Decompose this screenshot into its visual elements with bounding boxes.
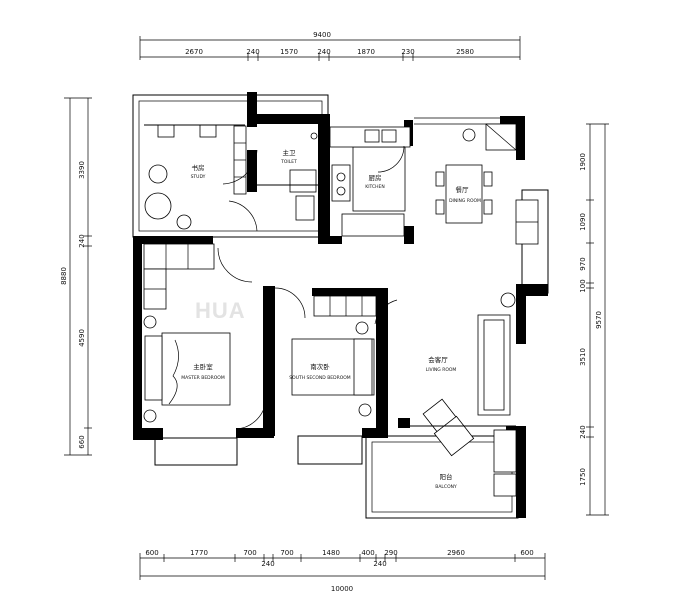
- study-furniture: [143, 124, 247, 310]
- dim-right-7: 1750: [579, 468, 587, 486]
- label-living-cn: 会客厅: [428, 355, 448, 364]
- dim-top-total: 9400: [313, 31, 331, 39]
- label-balcony-en: BALCONY: [435, 484, 457, 490]
- top-dimensions: 9400 2670 240 1570 240 1870 230 2580: [139, 31, 521, 61]
- doors: [217, 145, 405, 430]
- dim-bottom-1: 600: [145, 549, 158, 557]
- label-kitchen-cn: 厨房: [369, 173, 382, 182]
- dim-right-total: 9570: [595, 311, 603, 329]
- label-toilet-en: TOILET: [280, 159, 297, 165]
- dim-top-5: 1870: [357, 48, 375, 56]
- label-balcony-cn: 阳台: [440, 472, 453, 481]
- right-dimensions: 1900 1090 970 100 3510 240 1750 9570: [579, 123, 609, 516]
- plant-icon: [148, 164, 168, 184]
- label-toilet-cn: 主卫: [283, 148, 297, 157]
- dim-right-2: 1090: [579, 213, 587, 231]
- label-second-cn: 南次卧: [310, 362, 330, 371]
- label-dining-cn: 餐厅: [456, 185, 470, 194]
- dim-top-7: 2580: [456, 48, 474, 56]
- dim-top-6: 230: [401, 48, 414, 56]
- label-living-en: LIVING ROOM: [426, 367, 457, 373]
- dim-bottom-sub-2: 240: [373, 560, 386, 568]
- dim-right-1: 1900: [579, 153, 587, 171]
- label-second-en: SOUTH SECOND BEDROOM: [289, 375, 351, 381]
- dim-right-3: 970: [579, 257, 587, 270]
- dim-bottom-6: 400: [361, 549, 374, 557]
- dim-left-1: 3390: [78, 161, 86, 179]
- living-room-furniture: [400, 292, 517, 497]
- label-master-cn: 主卧室: [193, 362, 213, 371]
- dining-furniture: [435, 123, 539, 245]
- dim-bottom-sub-1: 240: [261, 560, 274, 568]
- dim-top-1: 2670: [185, 48, 203, 56]
- dim-left-total: 8880: [60, 267, 68, 285]
- dim-bottom-5: 1480: [322, 549, 340, 557]
- second-bedroom-furniture: [291, 295, 377, 417]
- dim-bottom-4: 700: [280, 549, 293, 557]
- dim-top-2: 240: [246, 48, 259, 56]
- dim-top-4: 240: [317, 48, 330, 56]
- dim-left-2: 240: [78, 234, 86, 247]
- label-study-en: STUDY: [191, 174, 206, 180]
- dim-top-3: 1570: [280, 48, 298, 56]
- dim-right-6: 240: [579, 425, 587, 438]
- dim-bottom-3: 700: [243, 549, 256, 557]
- dim-bottom-7: 290: [384, 549, 397, 557]
- dim-left-3: 4590: [78, 329, 86, 347]
- dim-bottom-2: 1770: [190, 549, 208, 557]
- bottom-dimensions: 600 1770 700 700 1480 400 290 2960 600 2…: [139, 549, 546, 593]
- master-bedroom-furniture: [143, 315, 231, 423]
- label-master-en: MASTER BEDROOM: [181, 375, 225, 381]
- dim-bottom-8: 2960: [447, 549, 465, 557]
- kitchen-fixtures: [329, 126, 411, 237]
- dim-left-4: 660: [78, 435, 86, 448]
- label-dining-en: DINING ROOM: [449, 198, 481, 204]
- left-dimensions: 8880 3390 240 4590 660: [60, 97, 92, 456]
- watermark: HUA: [195, 298, 246, 323]
- label-kitchen-en: KITCHEN: [365, 184, 385, 190]
- dim-right-5: 3510: [579, 348, 587, 366]
- dim-bottom-total: 10000: [331, 585, 353, 593]
- label-study-cn: 书房: [192, 163, 205, 172]
- toilet-fixtures: [257, 132, 318, 221]
- dim-bottom-9: 600: [520, 549, 533, 557]
- room-labels: 书房 STUDY 主卫 TOILET 厨房 KITCHEN 餐厅 DINING …: [181, 148, 481, 490]
- dim-right-4: 100: [579, 279, 587, 292]
